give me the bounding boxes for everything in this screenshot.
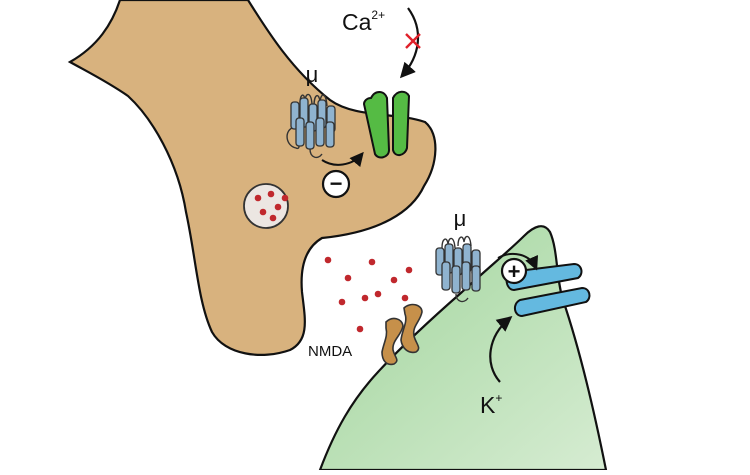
neurotransmitter-dot [259,208,267,216]
potassium-efflux-arrow [489,316,513,383]
neurotransmitter-dot [324,256,332,264]
released-neurotransmitters [324,256,413,333]
nmda-receptor [381,303,423,366]
neurotransmitter-dot [254,194,262,202]
minus-circle-icon: − [321,169,351,199]
plus-circle-icon: + [500,257,528,285]
neurotransmitter-dot [338,298,346,306]
postsynaptic-spine [318,225,608,472]
calcium-label: Ca2+ [342,8,385,35]
inhibition-sign: − [330,171,343,196]
mu-label-postsynaptic: μ [454,206,467,231]
synaptic-vesicle [243,183,289,229]
neurotransmitter-dot [361,294,369,302]
calcium-influx-arrow [399,7,420,79]
nmda-label: NMDA [308,343,352,360]
neurotransmitter-dot [374,290,382,298]
calcium-channel [362,90,411,159]
potassium-label: K+ [480,391,502,418]
activation-sign: + [508,259,521,284]
mu-opioid-receptor-postsynaptic [435,235,481,303]
neurotransmitter-dot [281,194,289,202]
neurotransmitter-dot [401,294,409,302]
neurotransmitter-dot [356,325,364,333]
neurotransmitter-dot [267,190,275,198]
mu-label-presynaptic: μ [306,62,319,87]
neurotransmitter-dot [274,203,282,211]
activation-arrow [497,252,539,271]
mu-opioid-receptor-presynaptic [286,93,336,159]
inhibition-arrow [321,151,364,168]
neurotransmitter-dot [405,266,413,274]
neurotransmitter-dot [368,258,376,266]
presynaptic-terminal [67,0,437,356]
neurotransmitter-dot [269,214,277,222]
x-mark-icon [405,33,421,49]
neurotransmitter-dot [344,274,352,282]
neurotransmitter-dot [390,276,398,284]
